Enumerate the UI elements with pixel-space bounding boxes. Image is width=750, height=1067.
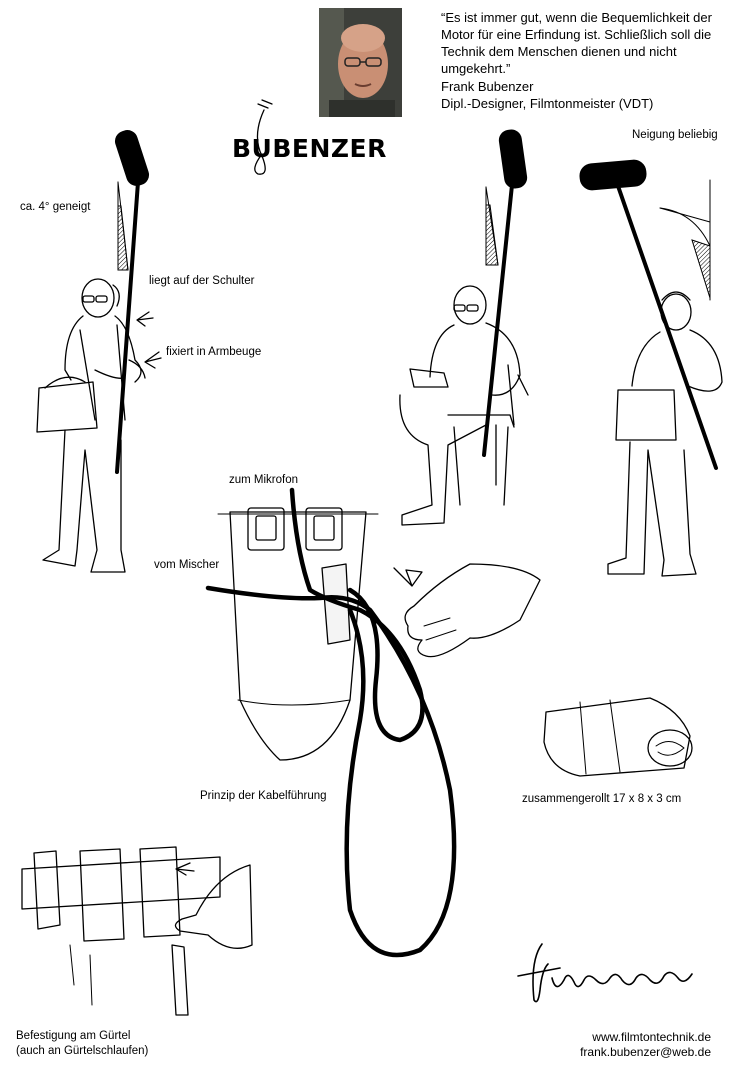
label-belt-line2: (auch an Gürtelschlaufen) — [16, 1045, 149, 1057]
label-belt-line1: Befestigung am Gürtel — [16, 1030, 131, 1042]
angle-gauge-icon — [117, 181, 129, 271]
angle-gauge-icon — [485, 186, 499, 266]
logo-text: BUBENZER — [232, 134, 387, 163]
portrait-face-icon — [319, 8, 402, 117]
label-shoulder: liegt auf der Schulter — [149, 275, 255, 287]
boom-microphone-icon — [482, 129, 528, 457]
signature: fbubenzer — [512, 940, 712, 1010]
quote-author-name: Frank Bubenzer — [441, 79, 534, 94]
figure-standing-right — [579, 159, 723, 577]
bubenzer-logo: BUBENZER — [232, 96, 386, 176]
label-tilt: ca. 4° geneigt — [20, 201, 91, 213]
figure-standing-left — [36, 130, 162, 573]
boom-microphone-icon — [579, 159, 718, 470]
label-principle: Prinzip der Kabelführung — [200, 790, 327, 802]
signature-text: fbubenzer — [512, 940, 516, 941]
angle-gauge-icon — [659, 179, 711, 301]
quote-author-title: Dipl.-Designer, Filmtonmeister (VDT) — [441, 96, 654, 111]
belt-mounting-illustration — [21, 846, 253, 1016]
signature-icon — [517, 943, 693, 1003]
arrow-pointer-icon — [175, 862, 195, 876]
label-rolled: zusammengerollt 17 x 8 x 3 cm — [522, 793, 682, 805]
email-link[interactable]: frank.bubenzer@web.de — [580, 1045, 711, 1059]
boom-microphone-icon — [114, 130, 150, 474]
label-to-mic: zum Mikrofon — [229, 474, 299, 486]
arrow-pointer-icon — [144, 351, 162, 369]
cable-routing-illustration — [205, 487, 541, 958]
label-elbow: fixiert in Armbeuge — [166, 346, 262, 358]
quote-text: “Es ist immer gut, wenn die Bequemlichke… — [441, 10, 712, 76]
website-link[interactable]: www.filmtontechnik.de — [592, 1030, 711, 1044]
label-free-tilt: Neigung beliebig — [632, 129, 718, 141]
arrow-pointer-icon — [393, 567, 423, 587]
figure-seated-middle — [399, 129, 529, 526]
portrait-photo — [319, 8, 402, 117]
arrow-pointer-icon — [136, 311, 154, 327]
logo-mark-icon — [254, 99, 273, 175]
rolled-product-illustration — [543, 697, 693, 777]
label-from-mixer: vom Mischer — [154, 559, 220, 571]
